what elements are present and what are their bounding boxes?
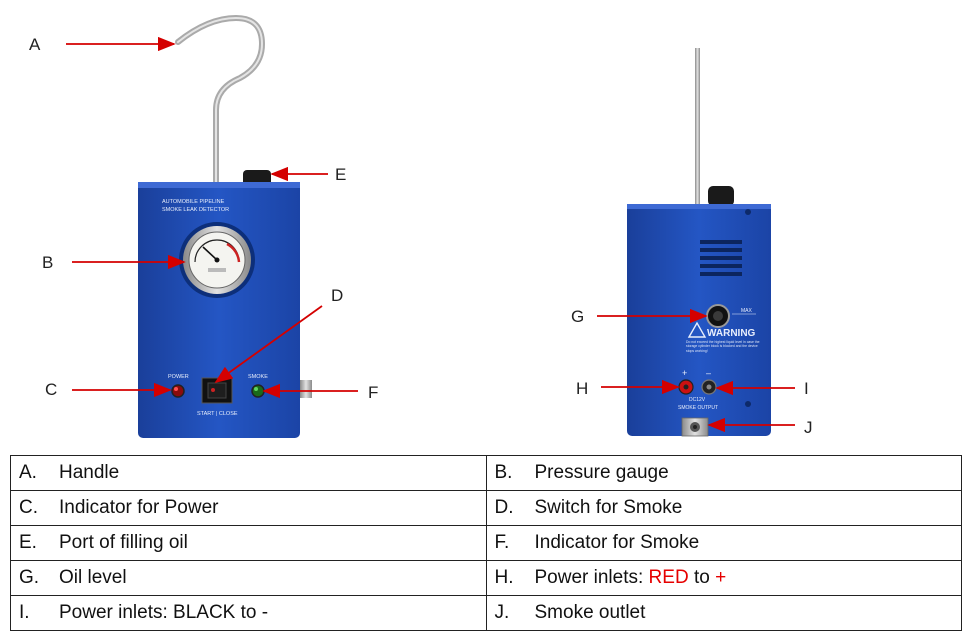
legend-letter: C. [19, 497, 38, 518]
legend-letter: D. [494, 497, 514, 518]
legend-row: C. Indicator for Power D. Switch for Smoke [10, 490, 962, 526]
callout-letters: A B C D E F G H I J [29, 35, 813, 437]
callout-f: F [368, 383, 378, 402]
arrow-d [214, 305, 323, 384]
smoke-indicator-light [251, 384, 265, 398]
smoke-outlet-fitting [681, 417, 709, 437]
legend-cell-j: J. Smoke outlet [485, 595, 962, 631]
warning-text: Do not exceed the highest liquid level i… [686, 340, 760, 353]
device-title-line2: SMOKE LEAK DETECTOR [162, 207, 229, 213]
legend-letter: G. [19, 567, 40, 588]
warning-label: WARNING [707, 328, 756, 339]
legend-text: to [688, 567, 716, 588]
legend-text: Handle [59, 462, 120, 483]
legend-letter: A. [19, 462, 37, 483]
callout-a: A [29, 35, 41, 54]
warning-triangle-icon [687, 321, 707, 338]
legend-cell-d: D. Switch for Smoke [485, 490, 962, 526]
product-diagram: AUTOMOBILE PIPELINE SMOKE LEAK DETECTOR … [29, 14, 813, 438]
callout-j: J [804, 418, 813, 437]
legend-row: G. Oil level H. Power inlets: RED to + [10, 560, 962, 596]
legend-text-red: RED [648, 567, 689, 588]
side-fitting [300, 380, 312, 398]
device-title-line1: AUTOMOBILE PIPELINE [162, 199, 225, 205]
legend-letter: J. [494, 602, 510, 623]
smoke-label: SMOKE [248, 374, 268, 380]
max-label: MAX [741, 308, 753, 314]
callout-e: E [335, 165, 346, 184]
plus-sign: + [682, 368, 687, 378]
callout-b: B [42, 253, 53, 272]
legend-text-red: + [715, 567, 727, 588]
back-device: MAX WARNING Do not exceed the highest li… [627, 48, 771, 437]
legend-cell-g: G. Oil level [10, 560, 487, 596]
voltage-label: DC12V [689, 397, 706, 403]
pressure-gauge [179, 222, 255, 298]
legend-row: A. Handle B. Pressure gauge [10, 455, 962, 491]
legend-table: A. Handle B. Pressure gauge C. Indicator fo… [10, 455, 962, 631]
legend-row: I. Power inlets: BLACK to - J. Smoke outle… [10, 595, 962, 631]
legend-text: Indicator for Smoke [534, 532, 700, 553]
callout-h: H [576, 379, 588, 398]
legend-cell-e: E. Port of filling oil [10, 525, 487, 561]
legend-text: Smoke outlet [534, 602, 646, 623]
legend-letter: E. [19, 532, 37, 553]
legend-cell-h: H. Power inlets: RED to + [485, 560, 962, 596]
legend-text: Port of filling oil [59, 532, 188, 553]
switch-label: START | CLOSE [197, 411, 238, 417]
legend-letter: I. [19, 602, 30, 623]
callout-arrows [66, 36, 795, 433]
legend-cell-a: A. Handle [10, 455, 487, 491]
legend-text: Power inlets: [534, 567, 649, 588]
front-device: AUTOMOBILE PIPELINE SMOKE LEAK DETECTOR … [138, 14, 312, 438]
power-label: POWER [168, 374, 189, 380]
minus-sign: – [706, 368, 711, 378]
legend-text: Pressure gauge [534, 462, 669, 483]
legend-cell-b: B. Pressure gauge [485, 455, 962, 491]
legend-letter: H. [494, 567, 514, 588]
callout-g: G [571, 307, 584, 326]
callout-c: C [45, 380, 57, 399]
vent-grille [700, 240, 742, 276]
back-handle-rod [695, 48, 700, 208]
front-device-body [138, 182, 300, 438]
handle-hook [175, 14, 266, 185]
legend-cell-i: I. Power inlets: BLACK to - [10, 595, 487, 631]
smoke-output-label: SMOKE OUTPUT [678, 405, 718, 411]
legend-text: Oil level [59, 567, 127, 588]
callout-i: I [804, 379, 809, 398]
legend-row: E. Port of filling oil F. Indicator for Sm… [10, 525, 962, 561]
legend-letter: F. [494, 532, 510, 553]
power-indicator-light [171, 384, 185, 398]
legend-text: Switch for Smoke [534, 497, 683, 518]
legend-letter: B. [494, 462, 513, 483]
legend-cell-c: C. Indicator for Power [10, 490, 487, 526]
callout-d: D [331, 286, 343, 305]
legend-text: Indicator for Power [59, 497, 219, 518]
legend-text: Power inlets: BLACK to - [59, 602, 269, 623]
legend-cell-f: F. Indicator for Smoke [485, 525, 962, 561]
